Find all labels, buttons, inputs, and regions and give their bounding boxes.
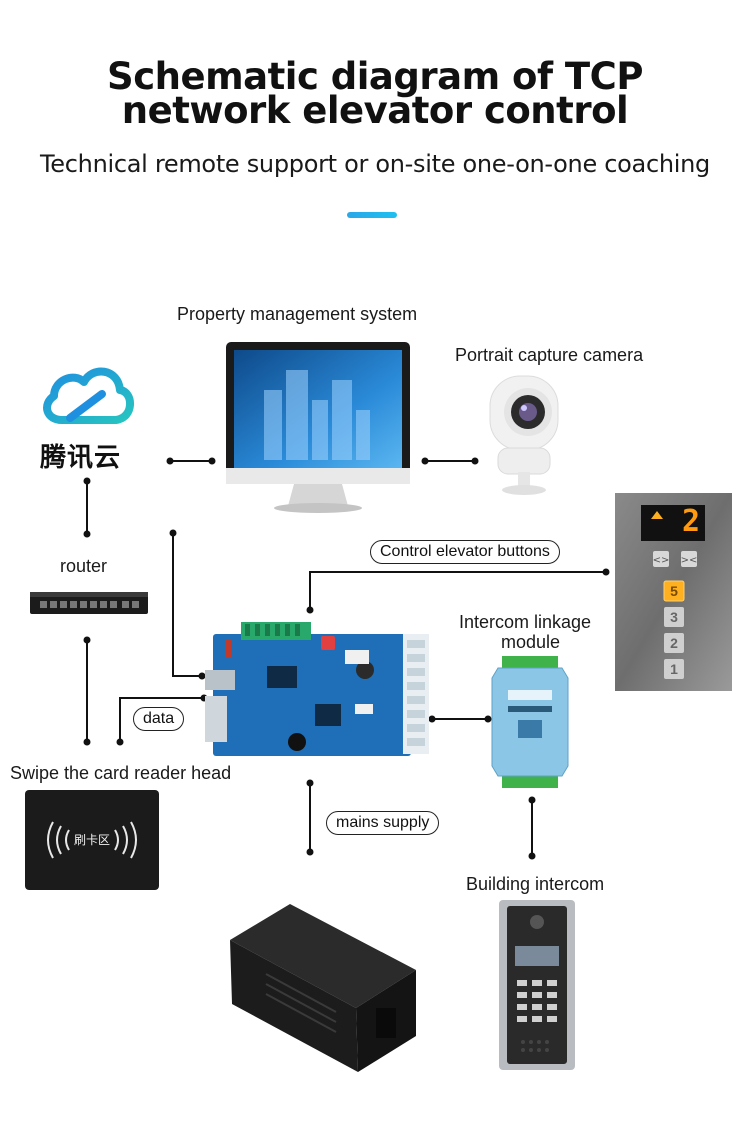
cloud-icon	[43, 367, 134, 424]
monitor-image	[224, 340, 412, 516]
building-intercom-label: Building intercom	[466, 874, 605, 894]
router-image	[30, 588, 148, 618]
elevator-panel-image: <> >< 2 5 3 2 1	[615, 493, 732, 691]
wire-data-line	[119, 697, 204, 742]
mains-supply-label: mains supply	[326, 811, 440, 835]
router-label: router	[60, 556, 108, 576]
cloud-label: 腾讯云	[40, 443, 122, 473]
data-label: data	[133, 707, 185, 731]
floor-button-3: 3	[670, 609, 678, 625]
floor-display: 2	[681, 504, 701, 539]
wire-monitor-board	[172, 533, 202, 677]
intercom-module-image	[488, 656, 572, 788]
page-title-line1: Schematic diagram of TCP	[107, 55, 643, 98]
controller-board-image	[205, 620, 431, 758]
accent-bar	[347, 212, 397, 218]
property-system-label: Property management system	[177, 304, 418, 324]
wire-elevator-buttons	[309, 571, 606, 610]
svg-text:<>: <>	[653, 555, 670, 566]
nfc-waves-icon	[47, 821, 137, 859]
page-subtitle: Technical remote support or on-site one-…	[40, 150, 710, 178]
floor-button-1: 1	[670, 661, 678, 677]
card-pad-text: 刷卡区	[73, 833, 110, 847]
floor-button-2: 2	[670, 635, 678, 651]
control-buttons-label: Control elevator buttons	[370, 540, 560, 564]
power-supply-image	[226, 900, 420, 1078]
card-reader-label: Swipe the card reader head	[10, 763, 232, 783]
card-reader-image: 刷卡区	[25, 790, 159, 890]
page-title-line2: network elevator control	[121, 89, 629, 132]
intercom-module-label-1: Intercom linkage	[459, 612, 592, 632]
tencent-cloud-node: 腾讯云	[40, 360, 136, 473]
camera-label: Portrait capture camera	[455, 345, 644, 365]
intercom-module-label-2: module	[501, 632, 561, 652]
svg-text:><: ><	[681, 555, 698, 566]
building-intercom-image	[499, 900, 575, 1070]
floor-button-5: 5	[670, 583, 678, 599]
camera-image	[484, 372, 564, 500]
